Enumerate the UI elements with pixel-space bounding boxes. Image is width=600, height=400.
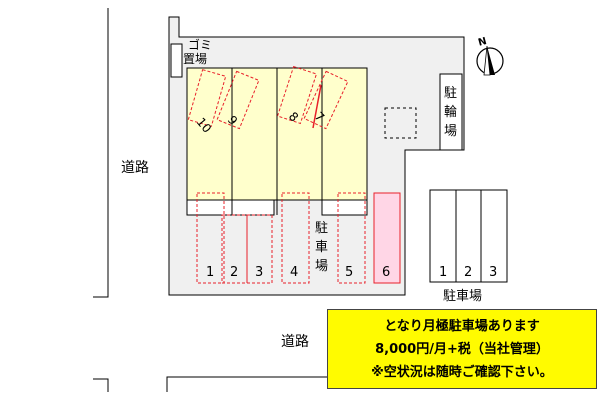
notice-line-2: 8,000円/月+税（当社管理）: [375, 341, 549, 357]
garbage-box: [170, 43, 183, 78]
space-number-4: 4: [290, 265, 298, 280]
solid-red-mark: [312, 84, 322, 129]
bottom-road-edge: [93, 378, 109, 392]
right-parking-lot: [429, 189, 508, 283]
space-number-1: 1: [206, 265, 214, 280]
space-number-3: 3: [255, 265, 263, 280]
right-space-number-1: 1: [439, 265, 447, 280]
bicycle-parking-label: 輪: [444, 104, 457, 120]
notice-line-1: となり月極駐車場あります: [384, 318, 540, 334]
space-number-5: 5: [345, 265, 353, 280]
north-arrow-icon: [476, 45, 504, 76]
center-parking-label: 場: [315, 259, 328, 274]
bicycle-parking-label: 場: [444, 124, 457, 139]
bottom-parking-spaces: [196, 192, 366, 284]
space-number-6: 6: [382, 265, 390, 280]
center-parking-label: 駐: [315, 221, 328, 236]
balcony: [186, 199, 275, 216]
right-parking-label: 駐車場: [443, 289, 482, 304]
bicycle-parking-box: [439, 73, 463, 151]
balcony: [321, 199, 368, 216]
road-bottom-label: 道路: [281, 334, 309, 350]
right-space-number-2: 2: [464, 265, 472, 280]
highlighted-space-6: [373, 192, 401, 284]
road-left-label: 道路: [121, 160, 149, 176]
left-road-edge: [93, 8, 109, 298]
north-label: N: [477, 36, 488, 49]
garbage-label-1: ゴミ: [188, 37, 212, 52]
space-number-2: 2: [230, 265, 238, 280]
garbage-label-2: 置場: [183, 52, 207, 66]
monthly-parking-notice: となり月極駐車場あります 8,000円/月+税（当社管理） ※空状況は随時ご確認…: [327, 309, 597, 389]
bottom-road-edge-right: [166, 376, 327, 392]
notice-line-3: ※空状況は随時ご確認下さい。: [371, 364, 553, 380]
center-parking-label: 車: [315, 240, 328, 255]
bicycle-parking-label: 駐: [444, 86, 457, 101]
right-space-number-3: 3: [489, 265, 497, 280]
